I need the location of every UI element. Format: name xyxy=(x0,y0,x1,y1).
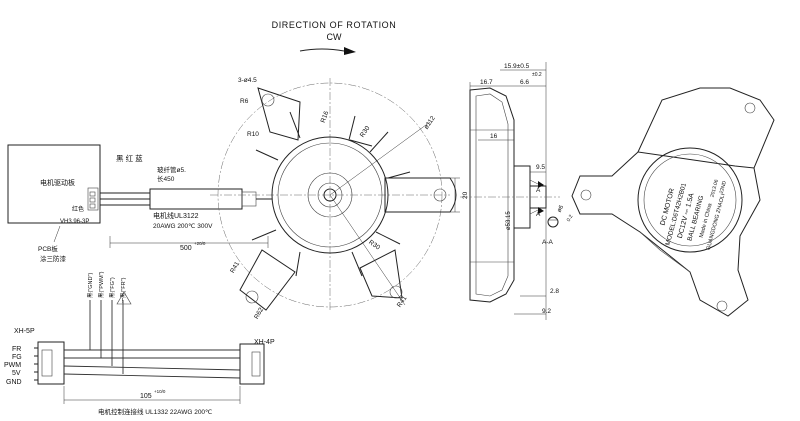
side-dim: 15.9±0.5 xyxy=(504,63,530,70)
connector-left-label: XH-5P xyxy=(14,328,35,335)
side-view xyxy=(460,62,560,320)
hole-note: 3-ø4.5 xyxy=(238,77,257,84)
harness-length-dimension: 105 +10/0 xyxy=(63,386,241,404)
side-dim: 9.5 xyxy=(536,164,545,171)
wire-tag-gnd: 黑("GND") xyxy=(87,273,94,298)
section-label: A-A xyxy=(542,239,554,246)
wire-tag-fr: 黑("FR") xyxy=(120,277,127,298)
diameter-label: ø112 xyxy=(423,115,437,131)
side-dim: ø53.15 xyxy=(506,211,512,230)
radius-label: R41 xyxy=(229,260,241,274)
connector-right-label: XH-4P xyxy=(254,339,275,346)
back-view xyxy=(571,87,775,317)
front-view xyxy=(210,78,460,312)
radius-label: R30 xyxy=(359,125,372,139)
rotation-direction: CW xyxy=(327,32,342,42)
side-dim: ø6 xyxy=(557,204,566,214)
cable-spec-1: 电机线UL3122 xyxy=(153,211,199,220)
label-date: 2013.06 xyxy=(710,179,721,198)
connector-model: VH3.96-3P xyxy=(60,219,89,225)
harness-cable-spec: 电机控制连接线 UL1332 22AWG 200℃ xyxy=(98,407,213,416)
side-dim: 9.2 xyxy=(542,308,551,315)
lead-length-dimension: 500 +20/0 xyxy=(109,236,269,252)
driver-board: 电机驱动板 xyxy=(7,144,101,224)
cable-spec-2: 20AWG 200℃ 300V xyxy=(153,223,213,230)
side-dim: 0.2 xyxy=(566,214,575,223)
radius-label: R30 xyxy=(367,239,381,252)
pin-label-pwm: PWM xyxy=(4,362,21,369)
side-dim: 2.8 xyxy=(550,288,559,295)
warning-icon: ! xyxy=(116,291,132,305)
harness-length-value: 105 xyxy=(140,393,152,400)
pcb-note-1: PCB板 xyxy=(38,244,58,253)
harness-connector-left xyxy=(34,341,65,385)
shaft-section xyxy=(547,216,559,228)
wire-tag-fg: 黑("FG") xyxy=(109,277,116,298)
motor-label: DC MOTOR MODEL:D6T42H2B01 DC12V ⎓ 1.5A B… xyxy=(660,179,728,251)
sleeve-note: 玻纤管ø5. xyxy=(157,165,186,174)
side-dim: 16 xyxy=(490,133,498,140)
pin-label-fr: FR xyxy=(12,346,21,353)
side-dim: 16.7 xyxy=(480,79,493,86)
lead-wires xyxy=(100,188,272,210)
radius-label: R10 xyxy=(247,131,259,138)
harness-connector-right xyxy=(239,343,265,385)
pin-label-fg: FG xyxy=(12,354,22,361)
rotation-title: DIRECTION OF ROTATION xyxy=(272,20,397,30)
rotation-arrow xyxy=(299,47,356,55)
radius-label: R16 xyxy=(320,110,331,124)
harness-wires xyxy=(63,300,241,379)
section-marker: A xyxy=(536,211,541,218)
wire-colors: 黑 红 蓝 xyxy=(116,153,143,163)
radius-label: R6 xyxy=(240,98,249,105)
label-batch: 22ND xyxy=(719,180,728,194)
side-dim: ±0.2 xyxy=(532,72,542,78)
pin-label-5v: 5V xyxy=(12,370,21,377)
harness-length-tolerance: +10/0 xyxy=(154,389,166,394)
radius-label: R41 xyxy=(396,295,409,309)
pin-label-gnd: GND xyxy=(6,379,22,386)
pcb-note-2: 涂三防漆 xyxy=(40,254,67,263)
sleeve-length: 长450 xyxy=(157,174,175,183)
dim-20: 20 xyxy=(462,191,469,199)
section-marker: A xyxy=(536,187,541,194)
svg-text:!: ! xyxy=(122,299,124,305)
lead-length-tolerance: +20/0 xyxy=(194,241,206,246)
side-dim: 6.6 xyxy=(520,79,529,86)
lead-length-value: 500 xyxy=(180,245,192,252)
driver-board-label: 电机驱动板 xyxy=(40,178,75,187)
red-mark: 红色 xyxy=(72,205,84,213)
wire-tag-pwm: 黑("PWM") xyxy=(98,271,105,298)
